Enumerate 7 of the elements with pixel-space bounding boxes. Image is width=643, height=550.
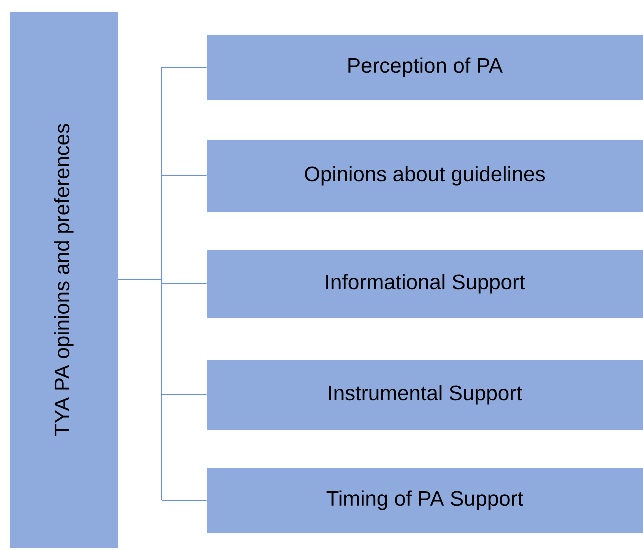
- subcategory-box: Perception of PA: [207, 35, 643, 100]
- connector-line: [118, 67, 208, 501]
- subcategory-box: Instrumental Support: [207, 360, 643, 430]
- subcategory-box: Opinions about guidelines: [207, 140, 643, 212]
- subcategory-box: Timing of PA Support: [207, 468, 643, 533]
- subcategory-box: Informational Support: [207, 250, 643, 318]
- category-box: TYA PA opinions and preferences: [10, 12, 118, 548]
